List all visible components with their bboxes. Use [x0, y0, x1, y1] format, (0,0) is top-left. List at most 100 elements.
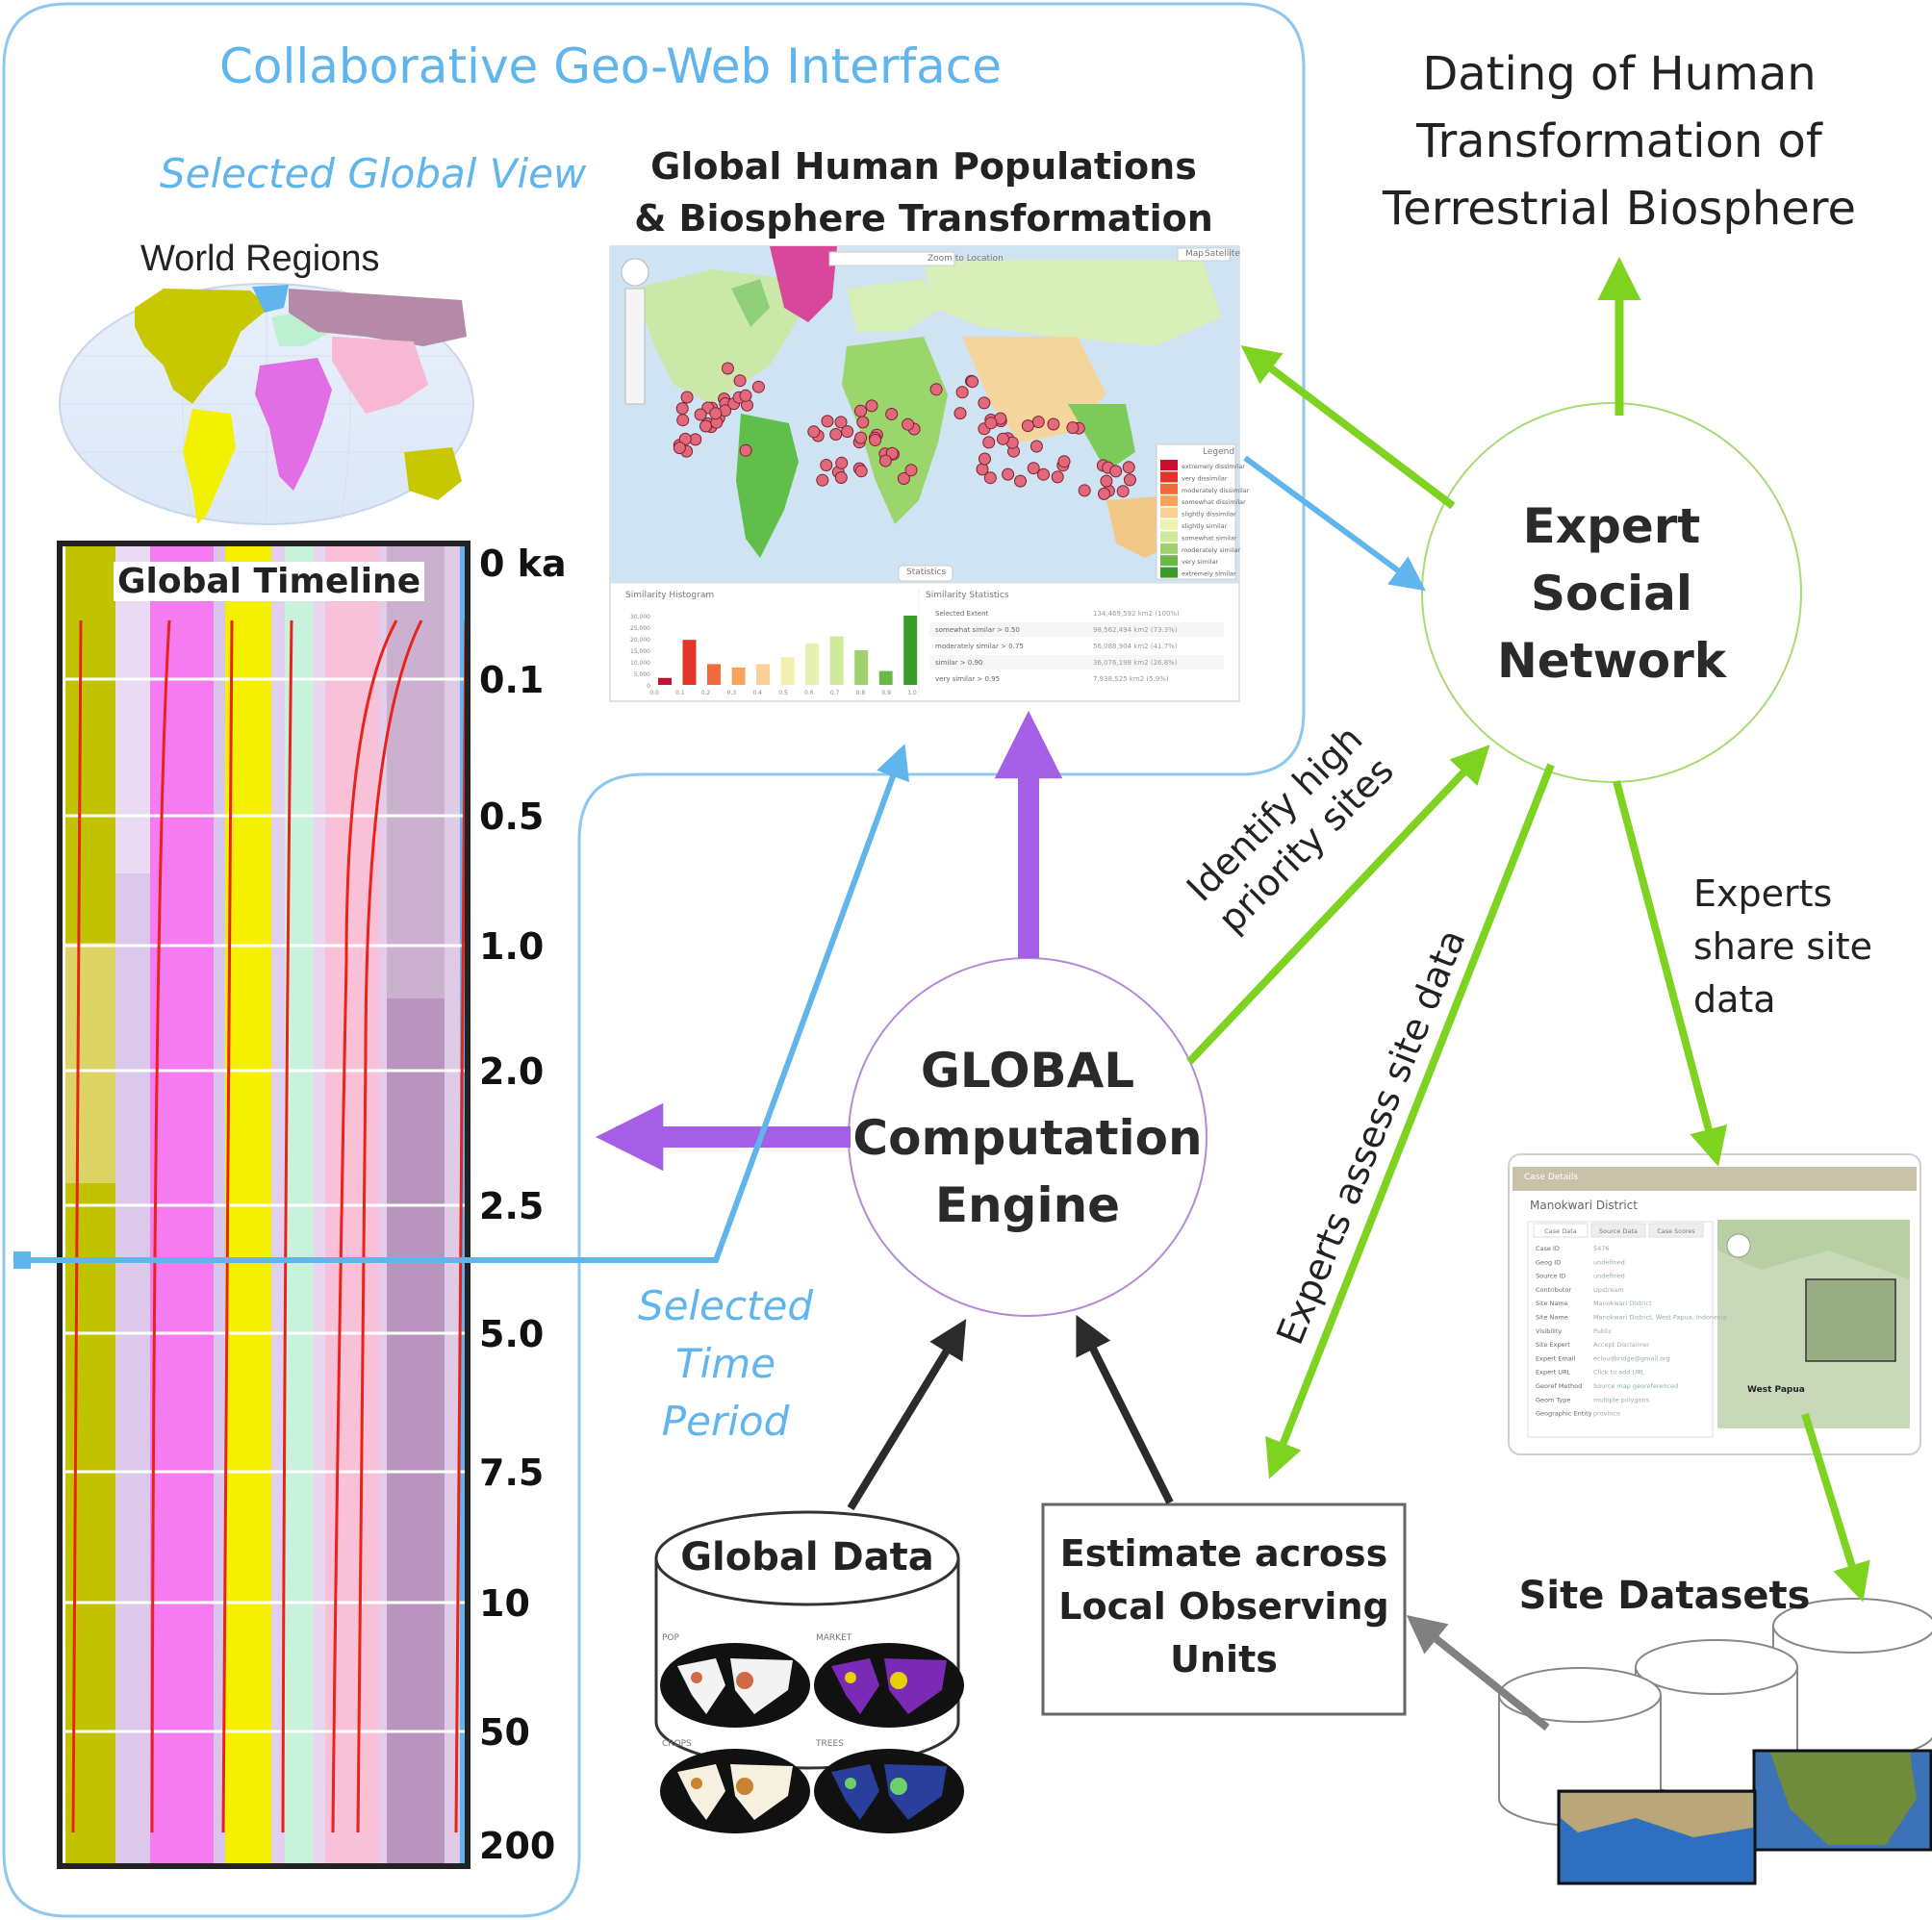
site-pin-marker[interactable]	[694, 408, 707, 421]
site-pin-marker[interactable]	[854, 431, 868, 444]
site-pin-marker[interactable]	[1122, 461, 1135, 474]
site-pin-marker[interactable]	[739, 443, 752, 457]
thumbnail-highlight	[845, 1672, 856, 1683]
site-pin-marker[interactable]	[834, 416, 848, 429]
site-pin-marker[interactable]	[678, 432, 692, 445]
site-pin-marker[interactable]	[816, 473, 829, 487]
site-pin-marker[interactable]	[699, 419, 712, 433]
site-pin-marker[interactable]	[929, 383, 943, 396]
site-pin-marker[interactable]	[966, 375, 979, 389]
site-pin-marker[interactable]	[680, 391, 694, 404]
site-pin-marker[interactable]	[709, 407, 723, 420]
stats-tab[interactable]: Statistics	[906, 568, 947, 577]
site-pin-marker[interactable]	[1027, 462, 1040, 475]
site-pin-marker[interactable]	[834, 471, 848, 484]
site-pin-marker[interactable]	[739, 389, 752, 402]
map-tab-map[interactable]: Map	[1185, 249, 1204, 259]
estimate-box[interactable]	[1041, 1503, 1407, 1716]
site-pin-marker[interactable]	[733, 374, 747, 388]
arrow-datasets-to-estimate	[1406, 1615, 1550, 1731]
site-pin-marker[interactable]	[1014, 474, 1027, 488]
site-pin-marker[interactable]	[1078, 484, 1091, 497]
arrow-experts-share	[1613, 779, 1728, 1167]
site-pin-marker[interactable]	[996, 432, 1009, 445]
site-pin-marker[interactable]	[869, 434, 882, 446]
thumbnail-land	[677, 1658, 725, 1714]
timeline-tick-label: 10	[479, 1582, 530, 1625]
histogram-x-tick: 1.0	[907, 690, 917, 696]
map-tab-satellite[interactable]: Satellite	[1205, 249, 1240, 259]
site-pin-marker[interactable]	[1066, 421, 1080, 435]
dating-title: Dating of Human Transformation of Terres…	[1345, 40, 1894, 242]
site-pin-marker[interactable]	[1002, 467, 1015, 481]
timeline-tick-label: 2.5	[479, 1185, 544, 1227]
site-pin-marker[interactable]	[902, 417, 915, 431]
site-pin-marker[interactable]	[979, 452, 991, 466]
case-field-value: Source map georeferenced	[1593, 1382, 1678, 1390]
site-pin-marker[interactable]	[1057, 455, 1071, 468]
site-pin-marker[interactable]	[1031, 416, 1045, 429]
site-pin-marker[interactable]	[820, 459, 833, 471]
estimate-label: Estimate across Local Observing Units	[1043, 1528, 1405, 1686]
case-tab[interactable]	[1590, 1223, 1646, 1238]
site-pin-marker[interactable]	[983, 471, 997, 485]
site-pin-marker[interactable]	[984, 417, 998, 430]
site-pin-marker[interactable]	[885, 408, 899, 420]
histogram-y-tick: 15,000	[630, 648, 650, 655]
site-pin-marker[interactable]	[1100, 474, 1113, 488]
site-pin-marker[interactable]	[1030, 440, 1043, 453]
site-pin-marker[interactable]	[904, 464, 918, 477]
site-pin-marker[interactable]	[1047, 417, 1060, 431]
histogram-y-tick: 10,000	[630, 660, 650, 667]
map-search-button[interactable]: Zoom to Location	[928, 254, 1004, 264]
site-pin-marker[interactable]	[835, 456, 849, 469]
site-pin-marker[interactable]	[721, 362, 734, 375]
stats-row-label: similar > 0.90	[935, 659, 982, 667]
site-dataset-maps	[1557, 1749, 1932, 1885]
site-pin-marker[interactable]	[865, 399, 878, 413]
site-pin-marker[interactable]	[1098, 487, 1110, 500]
site-pin-marker[interactable]	[1109, 465, 1123, 478]
case-tab[interactable]	[1533, 1223, 1589, 1238]
site-pin-marker[interactable]	[829, 428, 843, 441]
timeline-trend-line	[150, 619, 171, 1833]
expert-social-network-node[interactable]	[1421, 402, 1802, 783]
site-pin-marker[interactable]	[856, 416, 870, 429]
case-field-value: 5476	[1593, 1245, 1610, 1252]
site-pin-marker[interactable]	[1116, 485, 1130, 498]
site-pin-marker[interactable]	[751, 380, 765, 393]
site-pin-marker[interactable]	[1037, 467, 1050, 481]
timeline-tick-label: 2.0	[479, 1050, 544, 1093]
site-pin-marker[interactable]	[982, 436, 996, 449]
region-oceania	[404, 447, 462, 500]
site-pin-marker[interactable]	[675, 402, 689, 416]
case-field-key: Expert URL	[1536, 1369, 1571, 1377]
site-pin-marker[interactable]	[953, 407, 967, 420]
world-regions-map	[59, 283, 474, 525]
site-pin-marker[interactable]	[854, 404, 867, 417]
case-tab[interactable]	[1648, 1223, 1704, 1238]
legend-item-label: very similar	[1182, 558, 1219, 566]
site-pin-marker[interactable]	[1021, 419, 1034, 433]
expert-label-line1: Expert	[1522, 498, 1701, 554]
site-pin-marker[interactable]	[807, 425, 821, 439]
global-timeline	[57, 541, 470, 1869]
site-pin-marker[interactable]	[1051, 470, 1064, 484]
site-pin-marker[interactable]	[673, 442, 686, 455]
case-field-value: Manokwari District	[1593, 1300, 1652, 1307]
site-pin-marker[interactable]	[878, 454, 892, 467]
timeline-tick-label: 0.5	[479, 796, 544, 838]
thumbnail-highlight	[845, 1778, 856, 1789]
site-pin-marker[interactable]	[841, 425, 854, 439]
site-pin-marker[interactable]	[955, 386, 969, 399]
site-pin-marker[interactable]	[676, 414, 690, 427]
site-pin-marker[interactable]	[854, 465, 868, 478]
site-pin-marker[interactable]	[897, 472, 910, 485]
selected-time-marker[interactable]	[13, 1251, 31, 1269]
site-pin-marker[interactable]	[978, 396, 991, 410]
site-pin-marker[interactable]	[821, 415, 834, 428]
site-pin-marker[interactable]	[1123, 473, 1136, 487]
